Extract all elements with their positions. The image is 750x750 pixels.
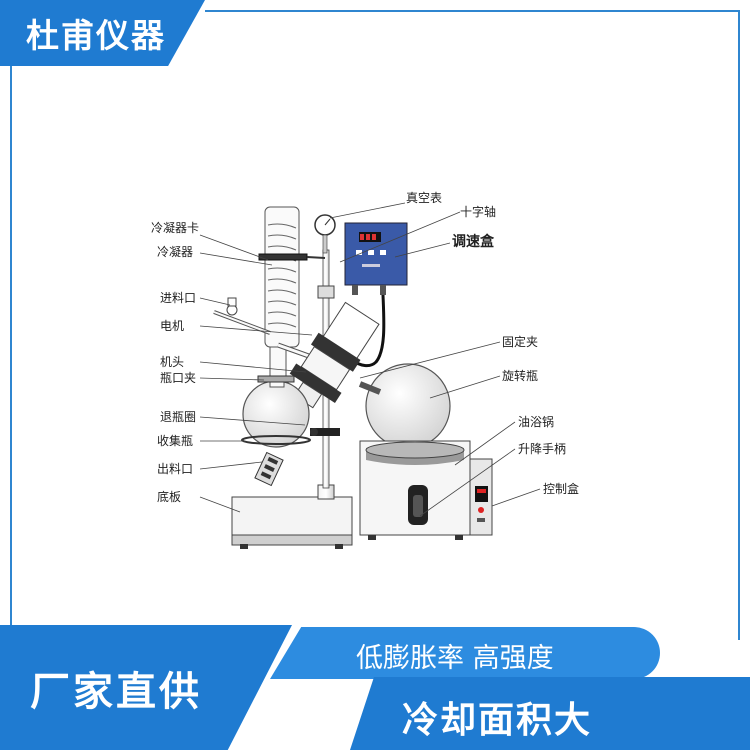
feature-pill-2 xyxy=(350,677,750,750)
control-box xyxy=(469,458,493,536)
label-head: 机头 xyxy=(160,355,185,369)
oil-bath xyxy=(359,440,471,540)
label-base: 底板 xyxy=(157,490,182,504)
label-outlet: 出料口 xyxy=(157,462,194,476)
label-collect-flask: 收集瓶 xyxy=(157,434,194,448)
feature-pill-1 xyxy=(270,627,660,679)
label-motor: 电机 xyxy=(160,319,185,333)
factory-banner-text: 厂家直供 xyxy=(30,669,202,715)
clamp xyxy=(310,428,340,436)
frame-line-left xyxy=(10,62,12,637)
label-speed-box: 调速盒 xyxy=(452,234,494,250)
feed-valve xyxy=(213,297,271,335)
leader-lines xyxy=(199,202,541,517)
label-feed-port: 进料口 xyxy=(160,291,197,305)
label-fix-clamp: 固定夹 xyxy=(502,335,539,349)
feature-1-text: 低膨胀率 高强度 xyxy=(356,643,554,674)
label-condenser: 冷凝器 xyxy=(157,245,194,259)
label-flask-clip: 瓶口夹 xyxy=(160,371,197,385)
base-plate xyxy=(231,496,353,549)
motor-assembly xyxy=(289,301,380,409)
label-vacuum-gauge: 真空表 xyxy=(406,191,443,205)
brand-name: 杜甫仪器 xyxy=(26,16,166,55)
brand-tag xyxy=(0,0,205,66)
label-eject-ring: 退瓶圈 xyxy=(160,410,197,424)
feature-2-text: 冷却面积大 xyxy=(402,700,593,741)
label-rotary-flask: 旋转瓶 xyxy=(502,369,539,383)
frame-line-top xyxy=(205,10,740,12)
collect-flask xyxy=(241,375,311,487)
label-cross-shaft: 十字轴 xyxy=(460,205,497,219)
frame-line-right xyxy=(738,10,740,640)
vacuum-gauge xyxy=(314,214,336,254)
speed-control-box xyxy=(344,222,408,368)
rotary-flask xyxy=(358,363,451,449)
label-lift-handle: 升降手柄 xyxy=(518,442,567,456)
label-control-box: 控制盒 xyxy=(543,482,580,496)
label-oil-bath: 油浴锅 xyxy=(518,415,555,429)
label-condenser-clip: 冷凝器卡 xyxy=(151,221,200,235)
